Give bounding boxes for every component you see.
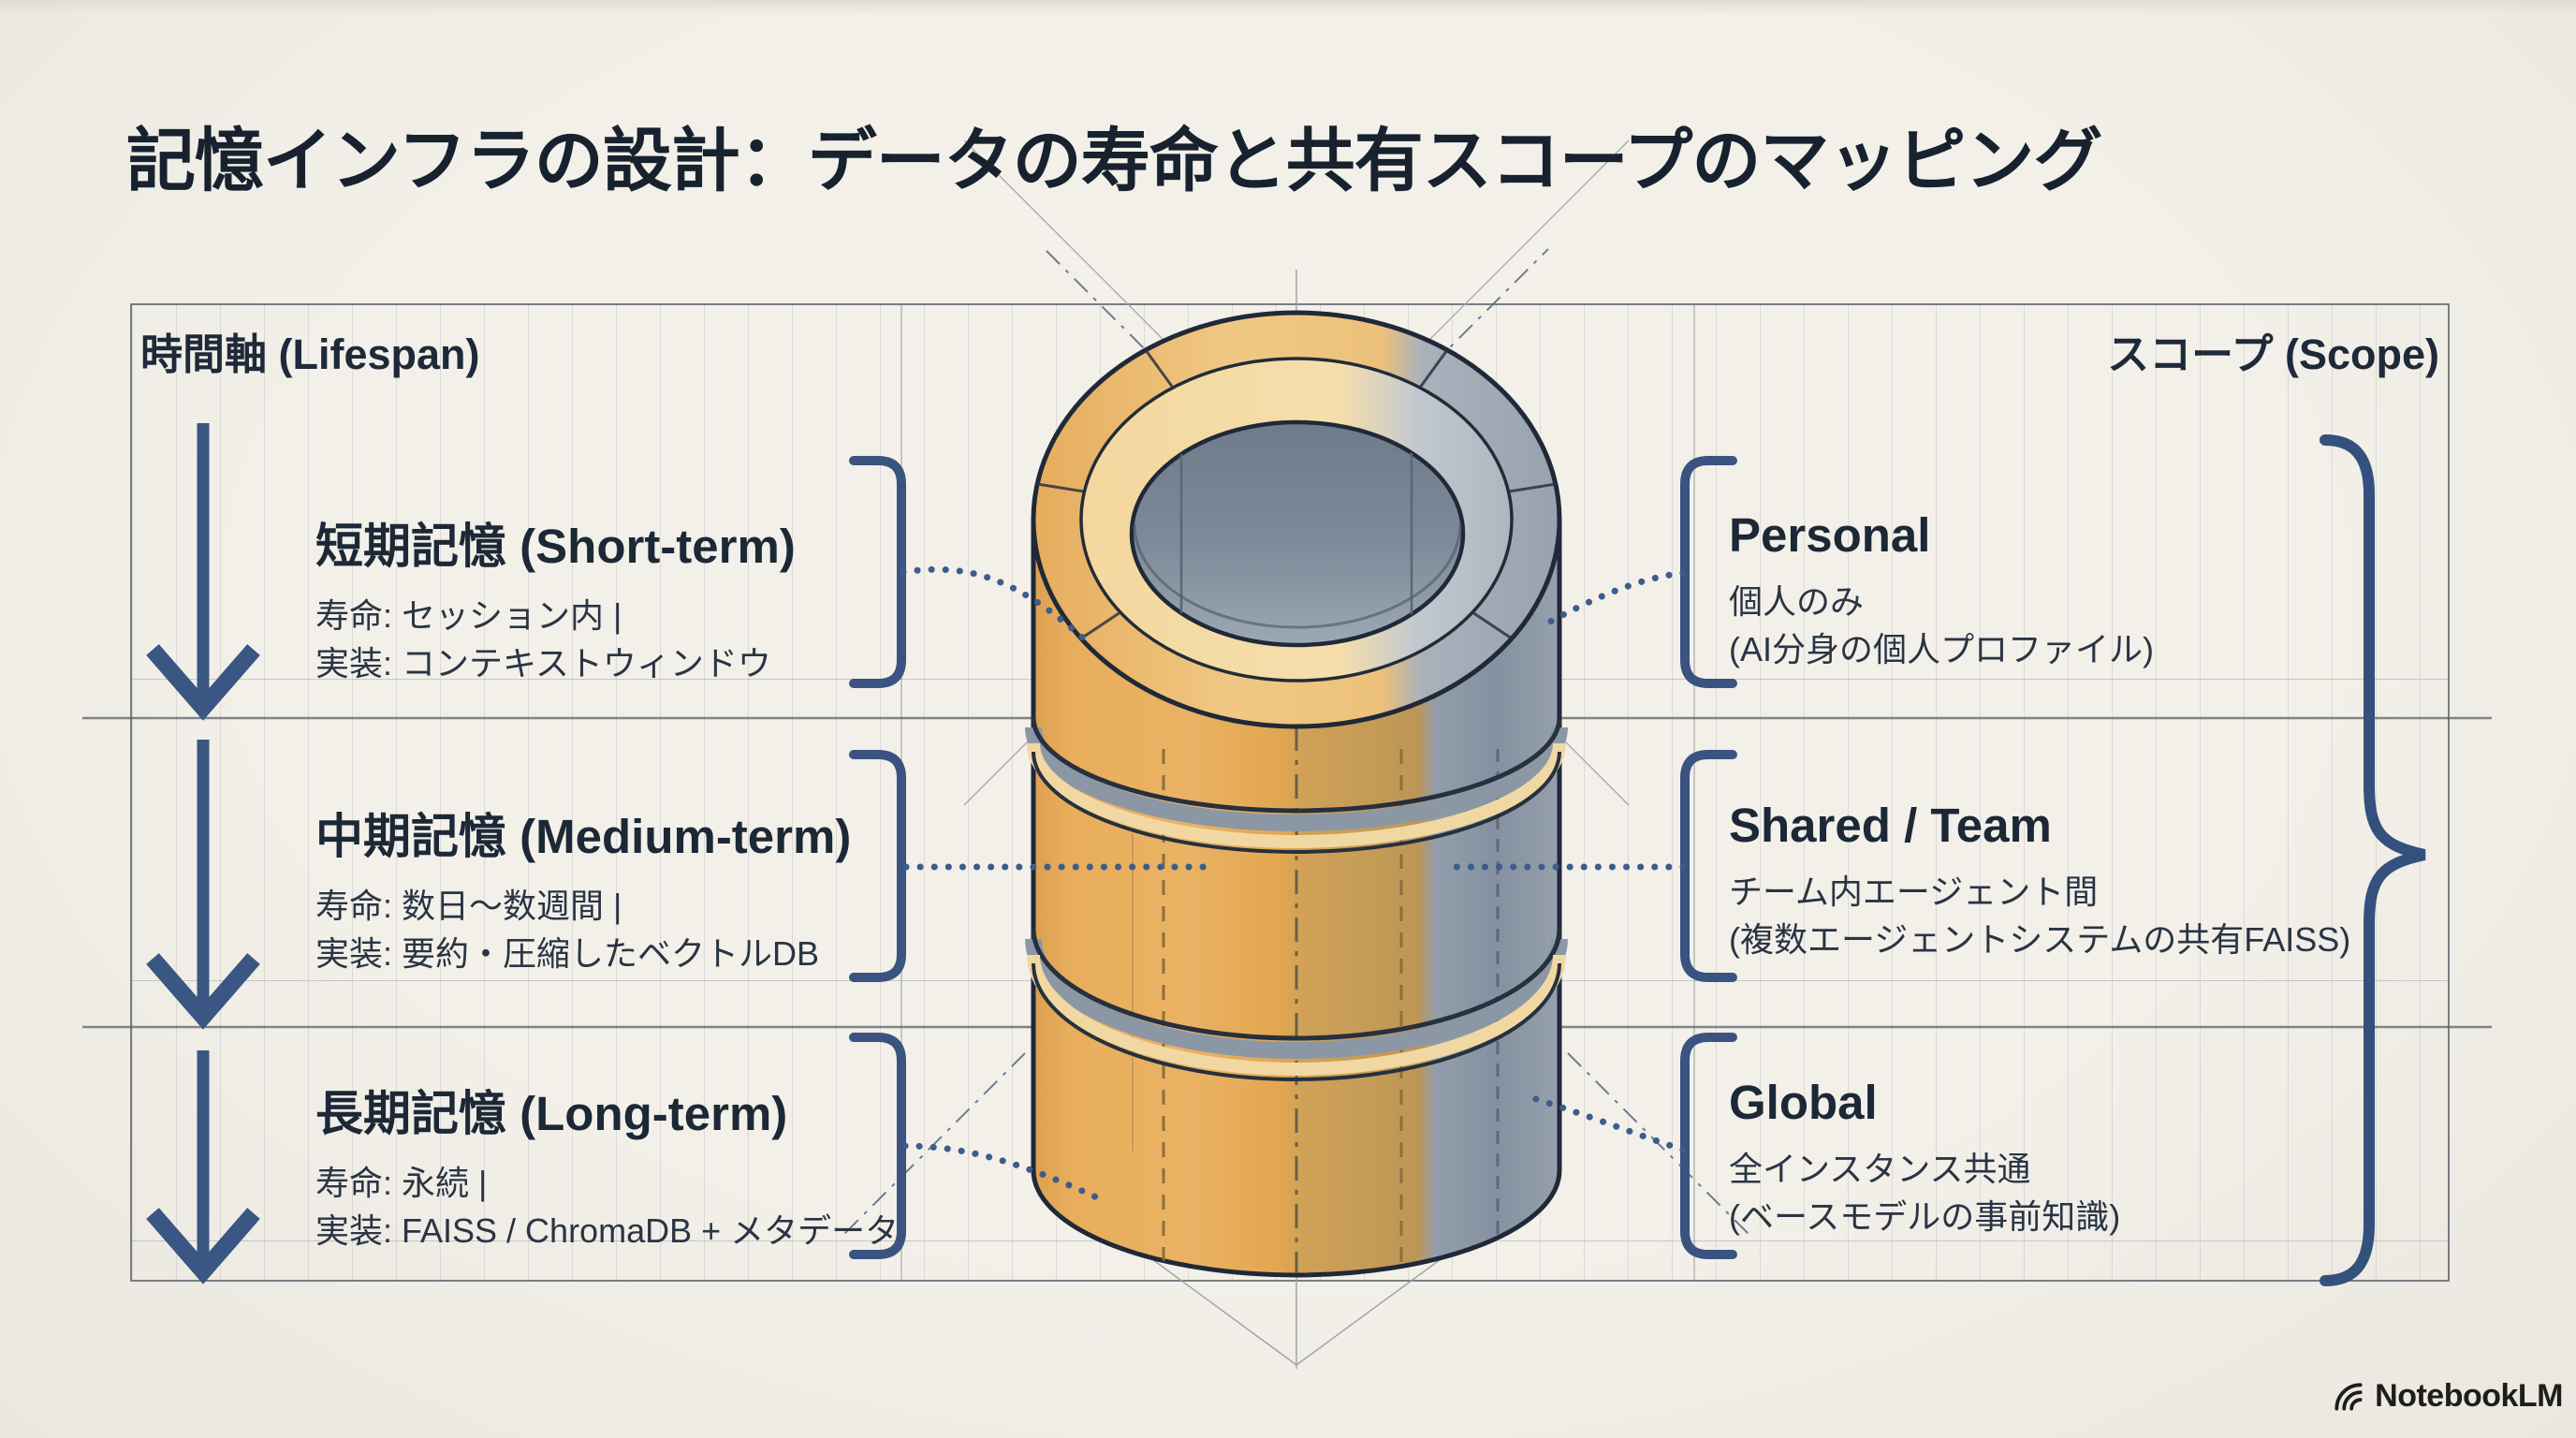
memory-block-short-term: 短期記憶 (Short-term) 寿命: セッション内 | 実装: コンテキス… <box>315 507 896 687</box>
memory-implementation: 実装: FAISS / ChromaDB + メタデータ <box>315 1211 900 1251</box>
scope-title: Shared / Team <box>1729 799 2052 852</box>
bracket-right-row3 <box>1680 1033 1737 1259</box>
scope-line2: (複数エージェントシステムの共有FAISS) <box>1729 920 2351 960</box>
scope-title: Global <box>1729 1076 1878 1129</box>
cylinder-hole <box>1129 419 1466 648</box>
memory-title: 短期記憶 (Short-term) <box>315 520 796 573</box>
down-arrow-icon <box>146 740 260 1030</box>
down-arrow-icon <box>146 423 260 721</box>
scope-title: Personal <box>1729 508 1931 562</box>
memory-implementation: 実装: コンテキストウィンドウ <box>315 644 771 683</box>
scope-line1: 個人のみ <box>1729 582 1865 621</box>
notebooklm-icon <box>2334 1382 2363 1411</box>
cylinder-groove <box>1025 716 1568 854</box>
memory-block-long-term: 長期記憶 (Long-term) 寿命: 永続 | 実装: FAISS / Ch… <box>315 1075 900 1255</box>
scope-axis-header: スコープ (Scope) <box>2107 330 2439 378</box>
scope-line1: チーム内エージェント間 <box>1729 873 2099 911</box>
scope-block-shared-team: Shared / Team チーム内エージェント間 (複数エージェントシステムの… <box>1729 798 2384 963</box>
memory-lifespan: 寿命: 永続 | <box>315 1164 488 1202</box>
memory-title: 中期記憶 (Medium-term) <box>315 810 852 863</box>
scope-line2: (ベースモデルの事前知識) <box>1729 1197 2121 1237</box>
scope-curly-brace <box>2320 434 2426 1286</box>
memory-lifespan: 寿命: 数日～数週間 | <box>315 887 622 925</box>
scope-block-personal: Personal 個人のみ (AI分身の個人プロファイル) <box>1729 507 2384 673</box>
notebooklm-logo-text: NotebookLM <box>2375 1378 2563 1414</box>
scope-line2: (AI分身の個人プロファイル) <box>1729 630 2154 669</box>
memory-block-medium-term: 中期記憶 (Medium-term) 寿命: 数日～数週間 | 実装: 要約・圧… <box>315 798 896 977</box>
scope-line1: 全インスタンス共通 <box>1729 1150 2031 1188</box>
memory-implementation: 実装: 要約・圧縮したベクトルDB <box>315 934 820 974</box>
page-title: 記憶インフラの設計：データの寿命と共有スコープのマッピング <box>126 122 2102 199</box>
cylinder-body <box>1031 517 1562 1278</box>
memory-lifespan: 寿命: セッション内 | <box>315 596 622 635</box>
dotted-connectors <box>900 565 1687 1204</box>
lifespan-arrows <box>146 423 260 1284</box>
cylinder-groove <box>1025 928 1568 1081</box>
notebooklm-branding: NotebookLM <box>2331 1378 2563 1415</box>
lifespan-axis-header: 時間軸 (Lifespan) <box>140 330 480 378</box>
database-cylinder <box>1025 310 1568 1278</box>
down-arrow-icon <box>146 1050 260 1284</box>
memory-title: 長期記憶 (Long-term) <box>315 1087 788 1140</box>
bracket-left-row2 <box>849 750 906 982</box>
bracket-left-row3 <box>849 1033 906 1259</box>
ring-spokes <box>1036 349 1557 640</box>
scope-block-global: Global 全インスタンス共通 (ベースモデルの事前知識) <box>1729 1075 2384 1240</box>
